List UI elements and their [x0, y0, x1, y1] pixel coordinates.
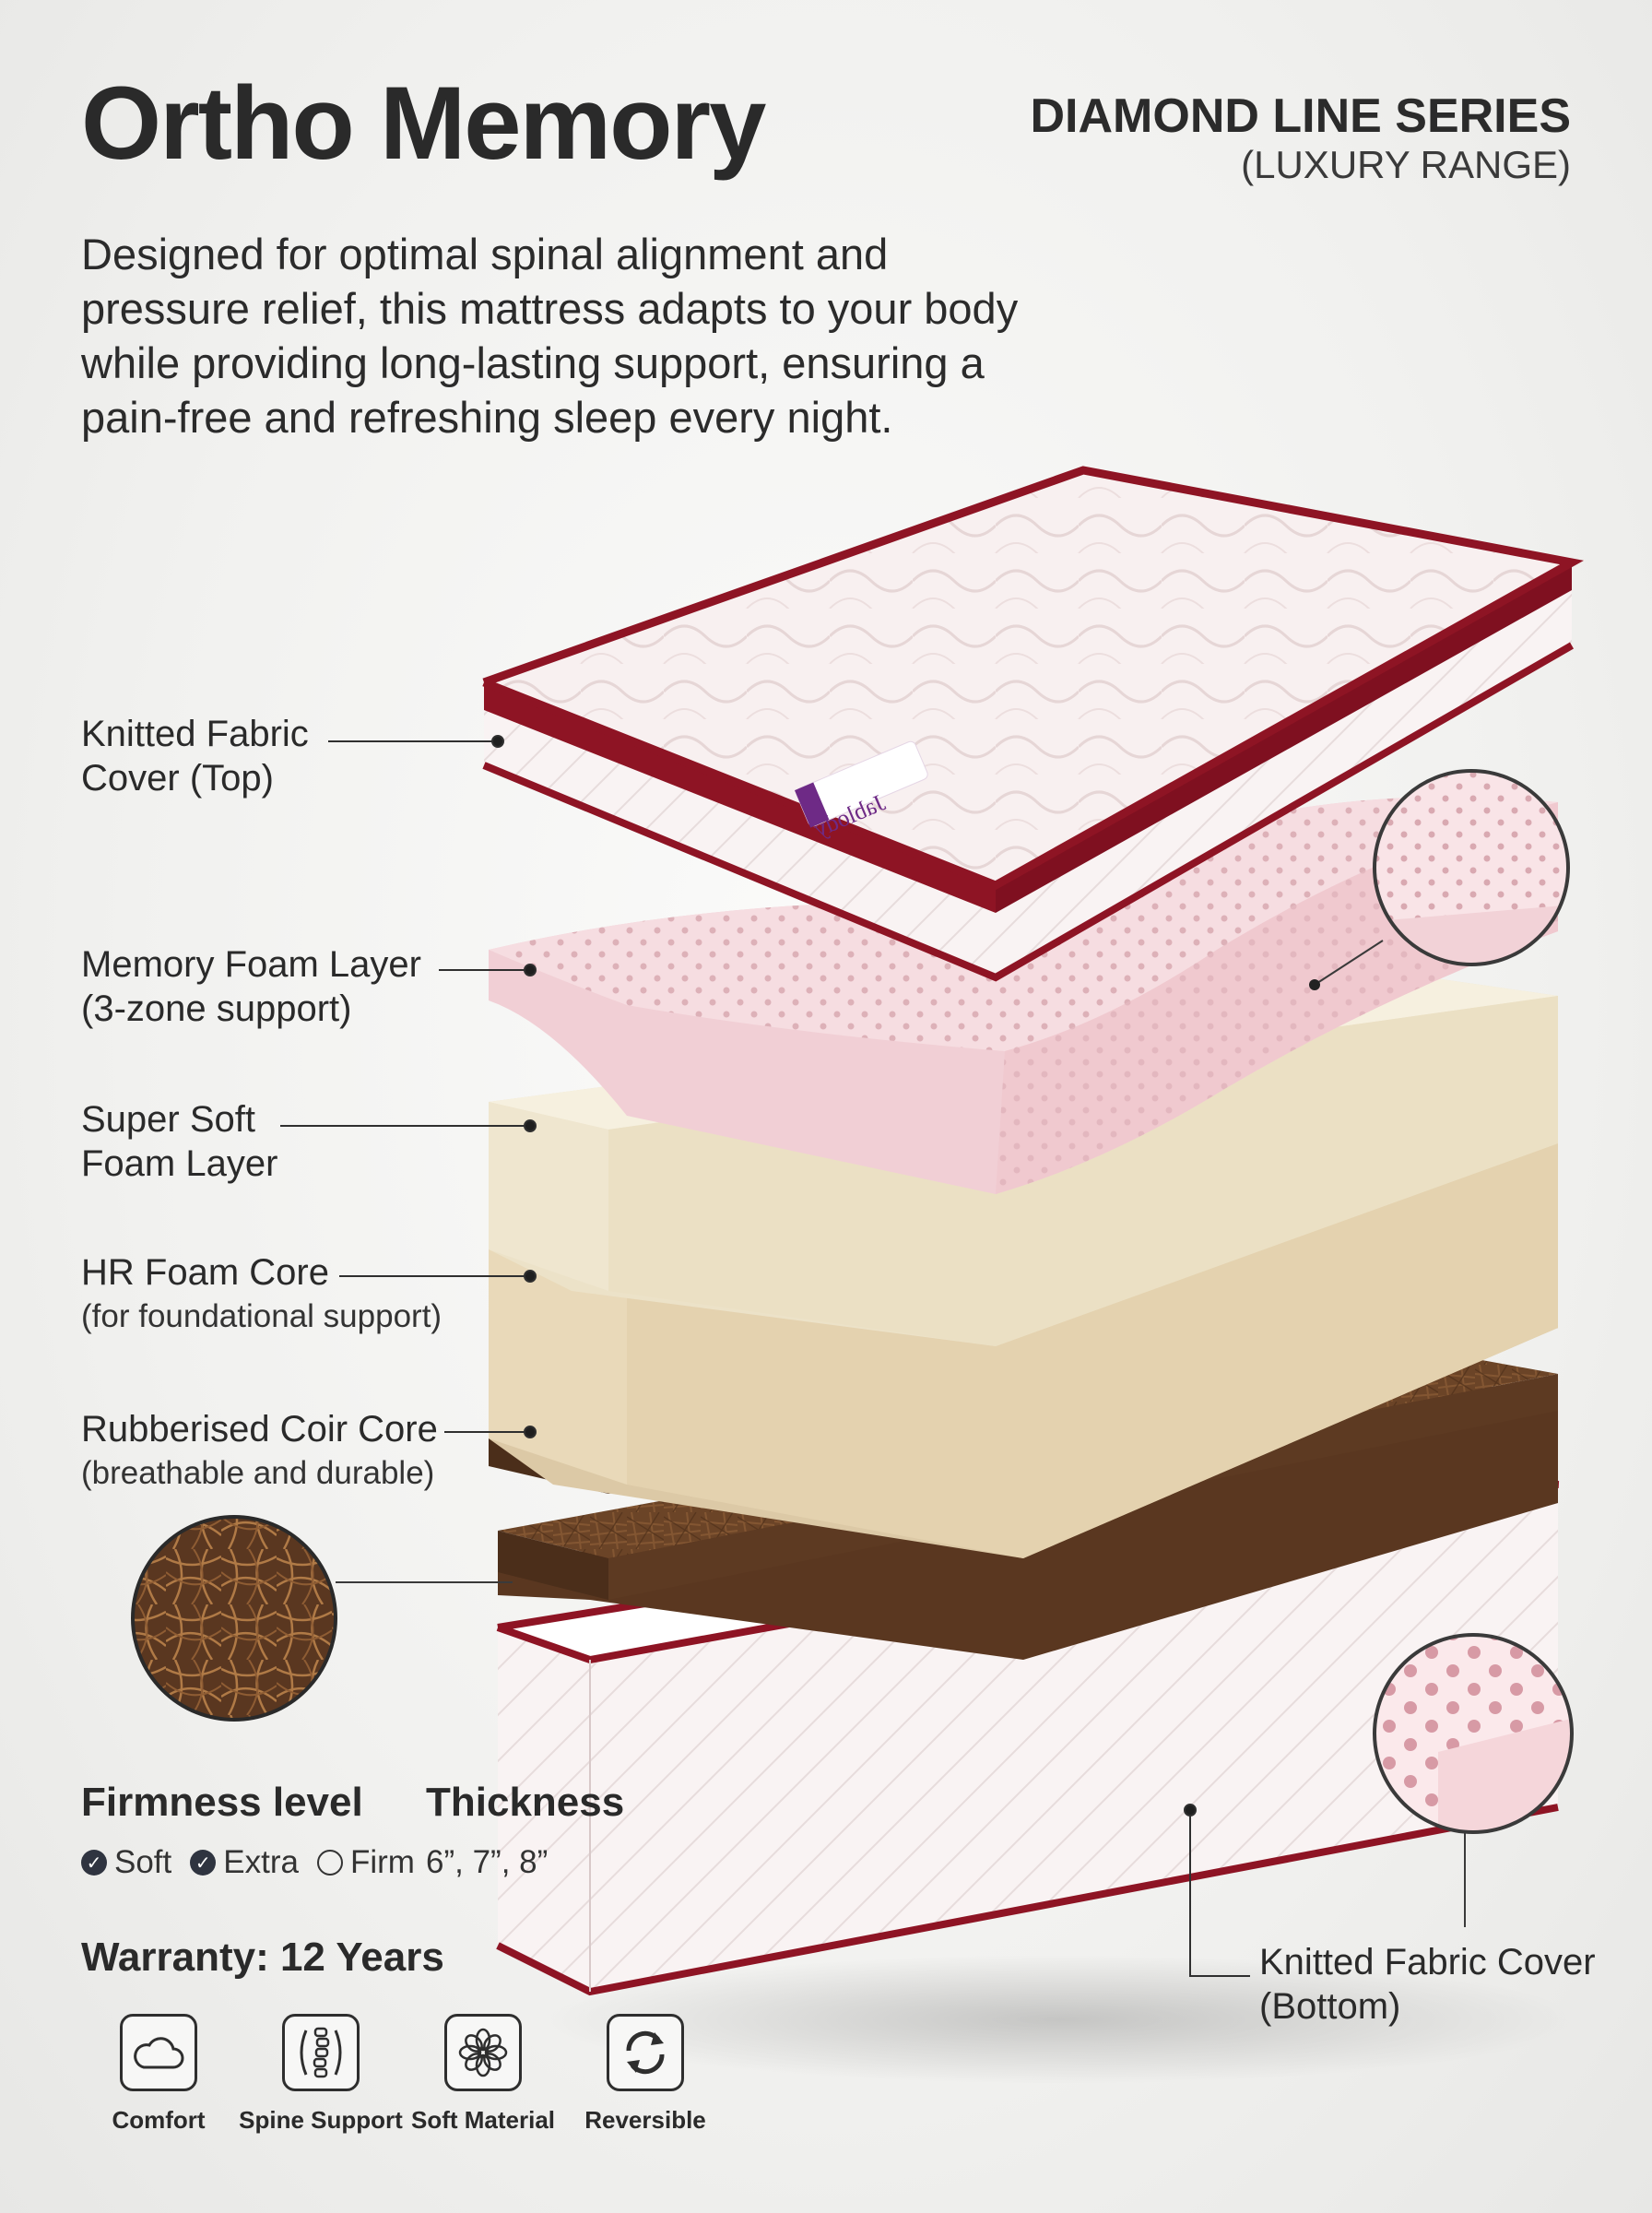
memory-foam-zoom-circle	[1309, 769, 1570, 990]
cloud-icon	[134, 2037, 184, 2069]
super-soft-foam-layer	[489, 977, 1558, 1346]
series-name: DIAMOND LINE SERIES	[1030, 89, 1572, 143]
feature-reversible: Reversible	[564, 2014, 726, 2135]
layer-label-coir-core: Rubberised Coir Core (breathable and dur…	[81, 1409, 438, 1491]
feature-comfort: Comfort	[77, 2014, 240, 2135]
firmness-option-extra: ✓ Extra	[190, 1844, 299, 1881]
thickness-heading: Thickness	[426, 1780, 625, 1825]
coir-zoom-circle	[131, 1515, 513, 1722]
top-cover-layer	[482, 466, 1585, 982]
firmness-options: ✓ Soft ✓ Extra Firm	[81, 1844, 424, 1881]
firmness-heading: Firmness level	[81, 1780, 363, 1825]
feature-soft-material: Soft Material	[402, 2014, 564, 2135]
feature-spine-support: Spine Support	[239, 2014, 403, 2135]
series-block: DIAMOND LINE SERIES (LUXURY RANGE)	[1030, 89, 1572, 187]
page-title: Ortho Memory	[81, 65, 766, 181]
check-icon: ✓	[190, 1850, 217, 1876]
spine-icon	[300, 2027, 342, 2078]
layer-label-super-soft-foam: Super Soft Foam Layer	[81, 1099, 278, 1184]
brand-tag: Jablody	[810, 788, 890, 842]
layer-label-bottom-cover: Knitted Fabric Cover (Bottom)	[1259, 1942, 1596, 2027]
feature-icons: Comfort Spine Support	[77, 2014, 726, 2135]
firmness-option-firm: Firm	[316, 1844, 415, 1881]
memory-foam-layer	[489, 797, 1558, 1194]
check-icon: ✓	[81, 1850, 107, 1876]
warranty-text: Warranty: 12 Years	[81, 1935, 444, 1980]
empty-circle-icon	[316, 1850, 343, 1876]
hr-foam-core-layer	[489, 1106, 1558, 1558]
layer-label-top-cover: Knitted Fabric Cover (Top)	[81, 714, 309, 799]
rotate-arrows-icon	[626, 2030, 665, 2075]
thickness-values: 6”, 7”, 8”	[426, 1844, 549, 1880]
bottom-foam-zoom-circle	[1373, 1633, 1574, 1927]
layer-label-hr-foam: HR Foam Core (for foundational support)	[81, 1252, 442, 1334]
firmness-option-soft: ✓ Soft	[81, 1844, 171, 1881]
series-range: (LUXURY RANGE)	[1241, 143, 1571, 187]
flower-icon	[458, 2028, 508, 2077]
product-description: Designed for optimal spinal alignment an…	[81, 230, 1019, 442]
bottom-cover-layer	[496, 1462, 1560, 1996]
coir-core-layer	[489, 1263, 1558, 1660]
layer-label-memory-foam: Memory Foam Layer (3-zone support)	[81, 944, 421, 1029]
